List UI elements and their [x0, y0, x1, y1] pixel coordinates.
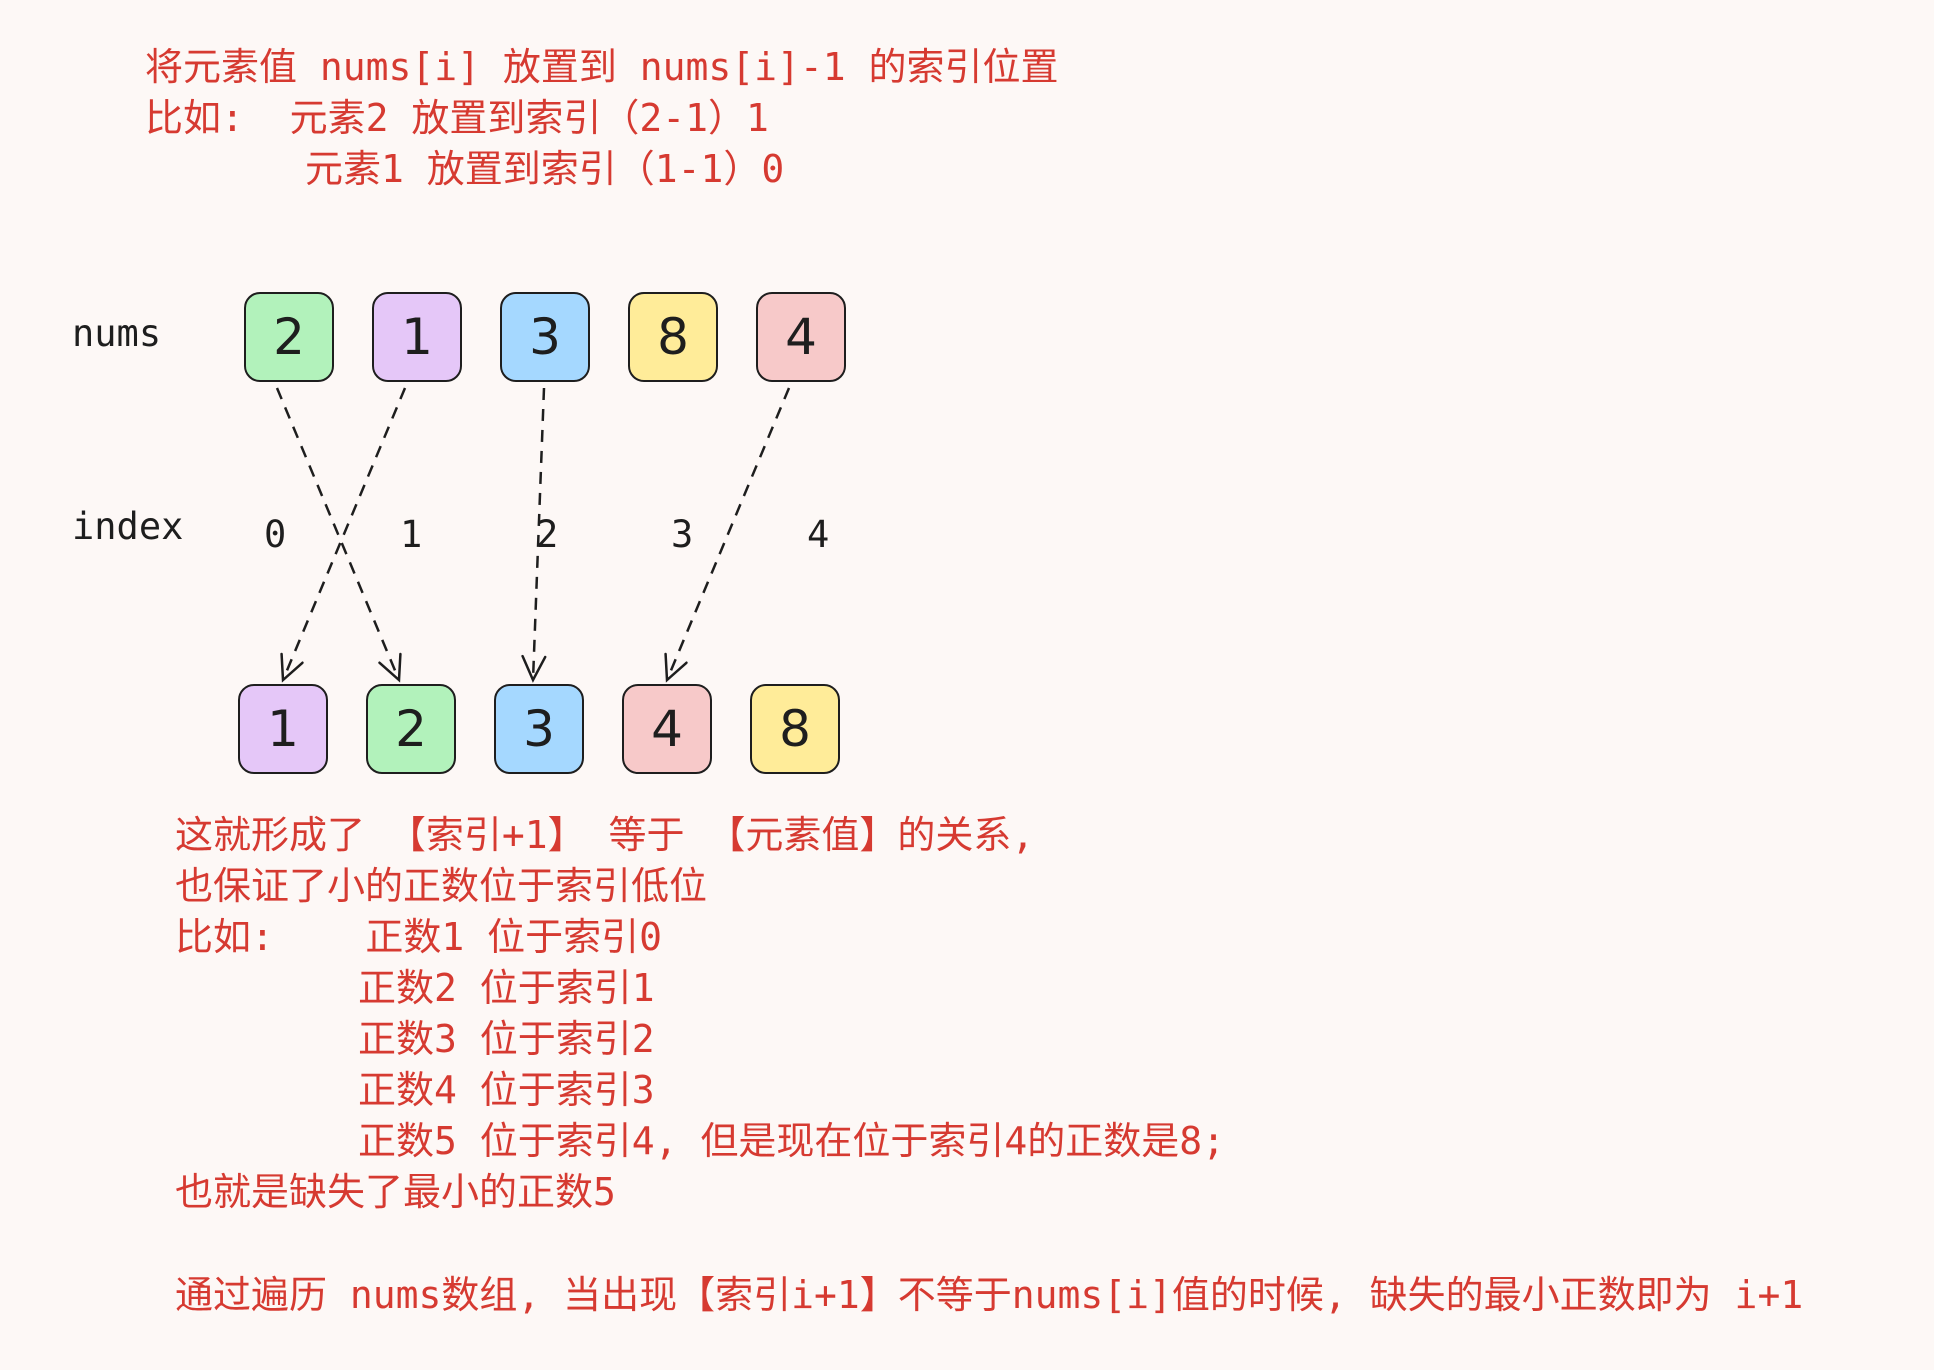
arrow-line-2	[531, 387, 546, 681]
nums-cell-2: 3	[500, 292, 590, 382]
result-cell-2: 3	[494, 684, 584, 774]
index-0: 0	[264, 513, 287, 556]
arrow-line-1	[281, 387, 407, 681]
nums-cell-2-value: 3	[529, 308, 561, 366]
bottom-note-line-8: 也就是缺失了最小的正数5	[175, 1170, 616, 1214]
index-2: 2	[536, 513, 559, 556]
bottom-note-line-1: 这就形成了 【索引+1】 等于 【元素值】的关系,	[175, 813, 1035, 857]
arrow-head-1	[280, 652, 304, 683]
result-cell-0: 1	[238, 684, 328, 774]
result-cell-1: 2	[366, 684, 456, 774]
top-note-line-2: 比如: 元素2 放置到索引（2-1）1	[145, 96, 769, 140]
nums-cell-4: 4	[756, 292, 846, 382]
nums-cell-3-value: 8	[657, 308, 689, 366]
nums-cell-0-value: 2	[273, 308, 305, 366]
result-cell-1-value: 2	[395, 700, 427, 758]
nums-cell-1-value: 1	[401, 308, 433, 366]
index-label: index	[72, 505, 184, 548]
arrow-line-0	[275, 387, 401, 681]
arrow-head-3	[664, 652, 688, 683]
bottom-note-line-2: 也保证了小的正数位于索引低位	[175, 864, 708, 908]
result-cell-4-value: 8	[779, 700, 811, 758]
result-cell-4: 8	[750, 684, 840, 774]
result-cell-3: 4	[622, 684, 712, 774]
index-4: 4	[807, 513, 830, 556]
nums-cell-1: 1	[372, 292, 462, 382]
arrow-line-3	[665, 387, 791, 681]
bottom-note-line-9: 通过遍历 nums数组, 当出现【索引i+1】不等于nums[i]值的时候, 缺…	[175, 1273, 1804, 1317]
bottom-note-line-4: 正数2 位于索引1	[358, 966, 655, 1010]
nums-cell-4-value: 4	[785, 308, 817, 366]
top-note-line-3: 元素1 放置到索引（1-1）0	[305, 147, 785, 191]
bottom-note-line-3: 比如: 正数1 位于索引0	[175, 915, 663, 959]
arrow-head-2	[521, 654, 547, 683]
bottom-note-line-6: 正数4 位于索引3	[358, 1068, 655, 1112]
index-3: 3	[671, 513, 694, 556]
result-cell-2-value: 3	[523, 700, 555, 758]
top-note-line-1: 将元素值 nums[i] 放置到 nums[i]-1 的索引位置	[145, 45, 1059, 89]
arrow-head-0	[378, 652, 402, 683]
bottom-note-line-7: 正数5 位于索引4, 但是现在位于索引4的正数是8;	[358, 1119, 1226, 1163]
index-1: 1	[400, 513, 423, 556]
nums-cell-3: 8	[628, 292, 718, 382]
nums-cell-0: 2	[244, 292, 334, 382]
result-cell-0-value: 1	[267, 700, 299, 758]
bottom-note-line-5: 正数3 位于索引2	[358, 1017, 655, 1061]
result-cell-3-value: 4	[651, 700, 683, 758]
nums-label: nums	[72, 312, 162, 355]
